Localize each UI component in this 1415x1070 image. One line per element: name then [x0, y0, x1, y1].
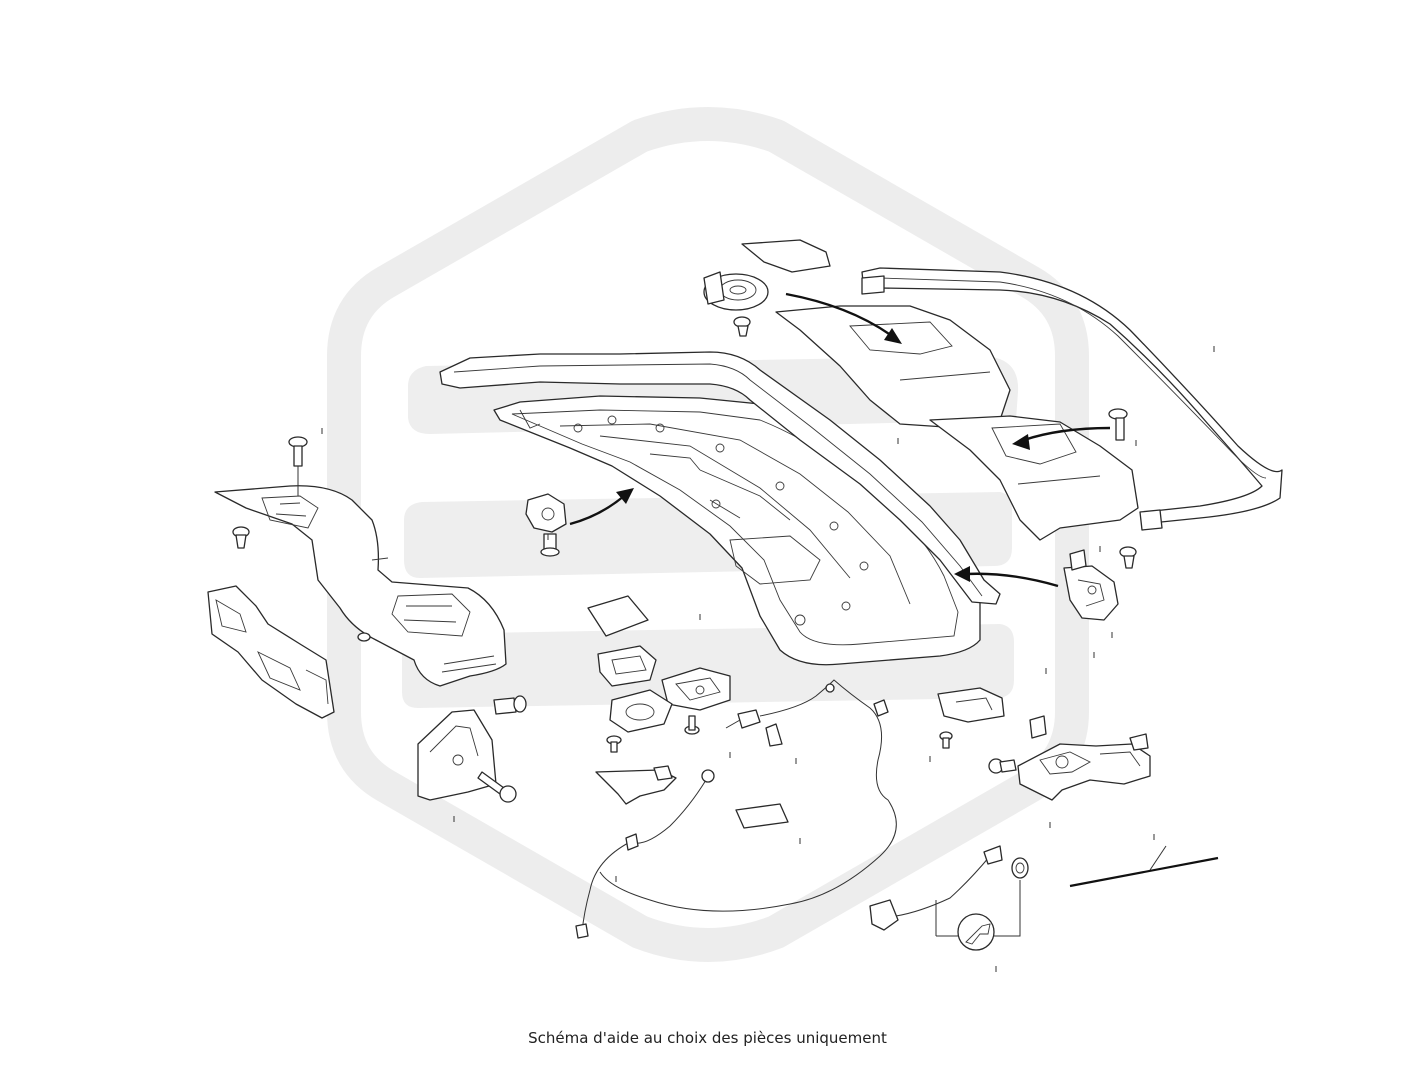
- hinge-mount-bracket[interactable]: [525, 493, 567, 557]
- grommet[interactable]: [1011, 857, 1029, 879]
- scale-line: [1069, 856, 1219, 888]
- wrench-service-icon: [935, 880, 1021, 951]
- sound-pad[interactable]: [587, 595, 649, 637]
- lower-side-trim[interactable]: [417, 709, 497, 801]
- clip-left[interactable]: [232, 526, 250, 549]
- upper-garnish-strip[interactable]: [439, 351, 1001, 605]
- outer-panel-lower[interactable]: [929, 415, 1139, 541]
- release-cable-long[interactable]: [599, 679, 897, 912]
- arrow-speaker-to-panel: [785, 292, 902, 344]
- cable-connector[interactable]: [725, 709, 761, 729]
- bolt-right-upper[interactable]: [1108, 408, 1128, 441]
- cable-bracket[interactable]: [595, 765, 677, 805]
- bolt-lower-left[interactable]: [477, 771, 517, 803]
- lock-striker[interactable]: [937, 687, 1005, 749]
- speaker[interactable]: [703, 271, 769, 311]
- arrow-hinge-to-lid: [569, 488, 634, 526]
- latch-bracket[interactable]: [609, 689, 673, 733]
- exploded-parts-diagram: [207, 107, 1283, 972]
- latch-cover[interactable]: [597, 645, 657, 687]
- clip-pair[interactable]: [765, 723, 783, 747]
- nut-right[interactable]: [1119, 546, 1137, 569]
- lock-bolt[interactable]: [988, 758, 1017, 774]
- window-seal-strip[interactable]: [861, 267, 1283, 531]
- latch-bolt-2[interactable]: [684, 715, 700, 735]
- callout-ticks: [321, 346, 1215, 972]
- speaker-cover[interactable]: [741, 239, 831, 273]
- bolt-mid-left[interactable]: [493, 695, 527, 715]
- caption: Schéma d'aide au choix des pièces unique…: [528, 1029, 887, 1047]
- watermark-logo: [327, 107, 1089, 962]
- screw-top-left[interactable]: [288, 436, 308, 496]
- clip-right[interactable]: [1069, 549, 1087, 571]
- arrow-bolt-to-panel: [1012, 426, 1111, 450]
- foam-pad[interactable]: [735, 803, 789, 829]
- arrow-hinge-to-lid-right: [954, 566, 1059, 588]
- clip-small-left[interactable]: [357, 632, 371, 642]
- latch-bolt-1[interactable]: [606, 735, 622, 753]
- hinge-right[interactable]: [1063, 565, 1119, 621]
- bumper-stop[interactable]: [1029, 715, 1047, 739]
- bumper-absorber-bracket[interactable]: [207, 585, 335, 719]
- release-cable-short[interactable]: [575, 769, 715, 939]
- wiring-harness[interactable]: [869, 845, 1003, 931]
- speaker-clip[interactable]: [733, 316, 751, 337]
- lock-actuator[interactable]: [1017, 733, 1151, 801]
